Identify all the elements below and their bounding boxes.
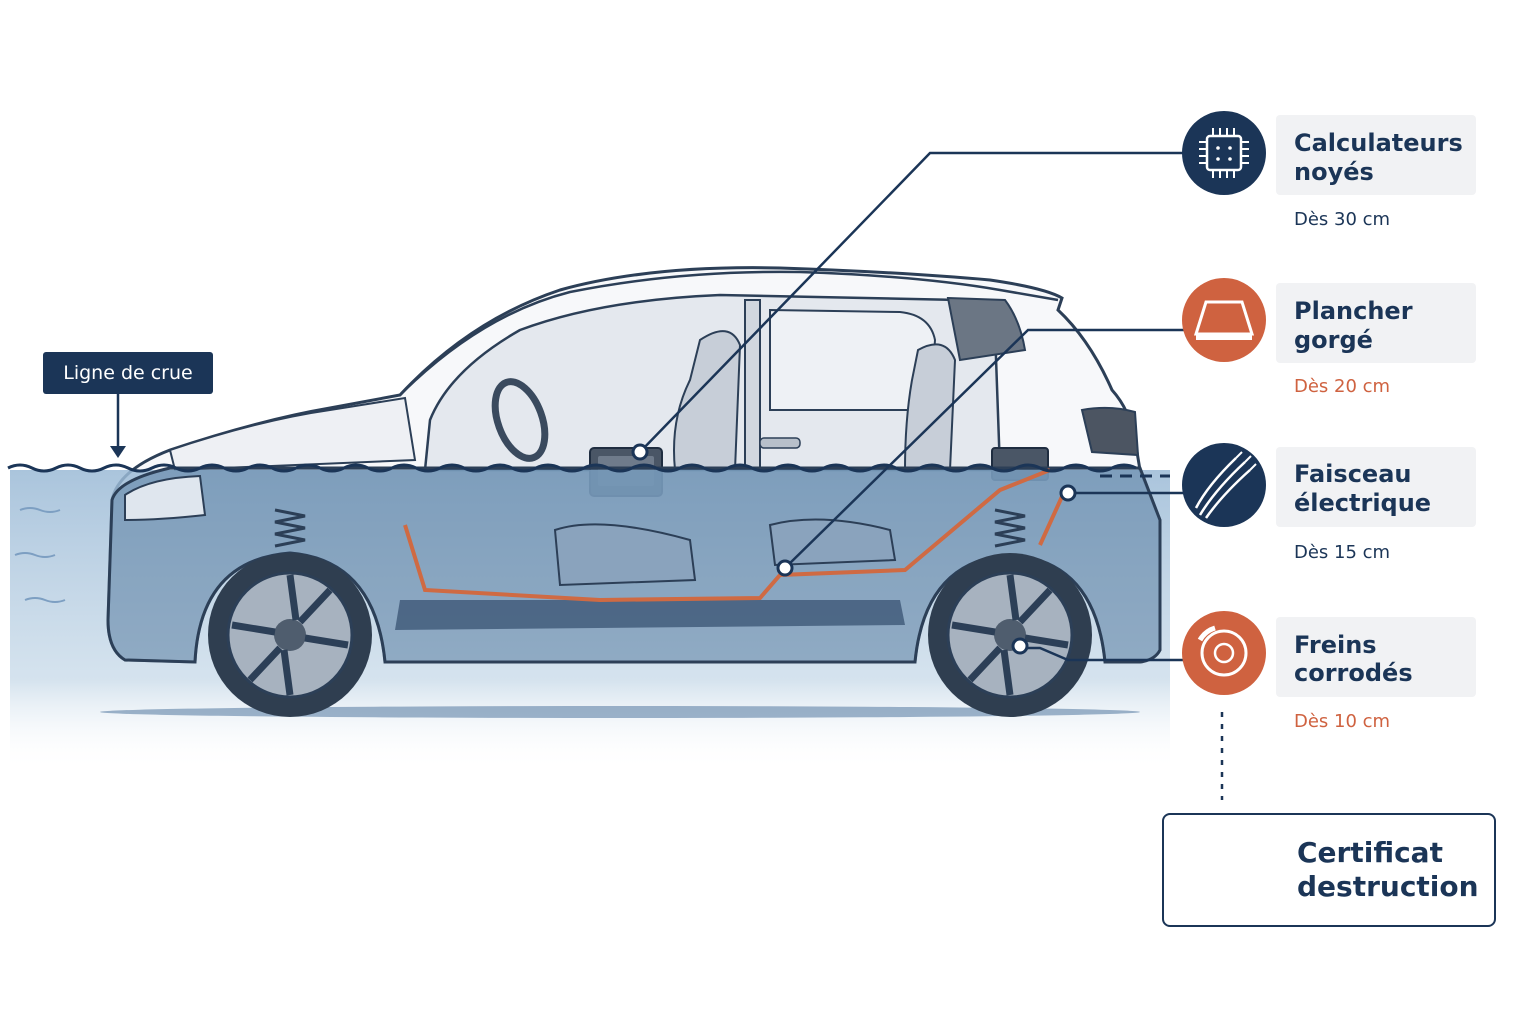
- callout-brakes-title-line1: Freins: [1294, 631, 1377, 659]
- callout-floor-depth: Dès 20 cm: [1294, 376, 1391, 397]
- callout-brakes-box: [1276, 617, 1476, 697]
- callout-wiring-box: [1276, 447, 1476, 527]
- leader-dots: [631, 443, 1077, 655]
- front-wheel: [208, 553, 372, 717]
- flood-line-arrow: [110, 394, 126, 458]
- wires-icon: [1182, 443, 1266, 527]
- certificate-line1: Certificat: [1297, 836, 1443, 869]
- callout-wiring-title-line1: Faisceau: [1294, 460, 1412, 488]
- callout-ecu-depth: Dès 30 cm: [1294, 209, 1391, 230]
- callout-ecu-title-line2: noyés: [1294, 158, 1374, 186]
- flood-water: [7, 463, 1170, 770]
- chip-icon: [1182, 111, 1266, 195]
- callout-wiring-title-line2: électrique: [1294, 489, 1432, 517]
- callout-floor-title-line1: Plancher: [1294, 297, 1413, 325]
- floor-icon: [1182, 278, 1266, 362]
- brake-icon: [1182, 611, 1266, 695]
- callout-brakes-title-line2: corrodés: [1294, 659, 1413, 687]
- callout-brakes-depth: Dès 10 cm: [1294, 711, 1391, 732]
- callout-ecu-box: [1276, 115, 1476, 195]
- certificate-line2: destruction: [1297, 870, 1479, 903]
- certificate-box: [1162, 813, 1496, 927]
- callout-wiring-depth: Dès 15 cm: [1294, 542, 1391, 563]
- callout-ecu-title-line1: Calculateurs: [1294, 129, 1463, 157]
- rear-wheel: [928, 553, 1092, 717]
- callout-floor-title-line2: gorgé: [1294, 326, 1373, 354]
- callout-floor-box: [1276, 283, 1476, 363]
- flood-line-label: Ligne de crue: [43, 352, 213, 394]
- leader-lines: [639, 151, 1224, 800]
- certificate-label: Certificat destruction: [1297, 836, 1479, 904]
